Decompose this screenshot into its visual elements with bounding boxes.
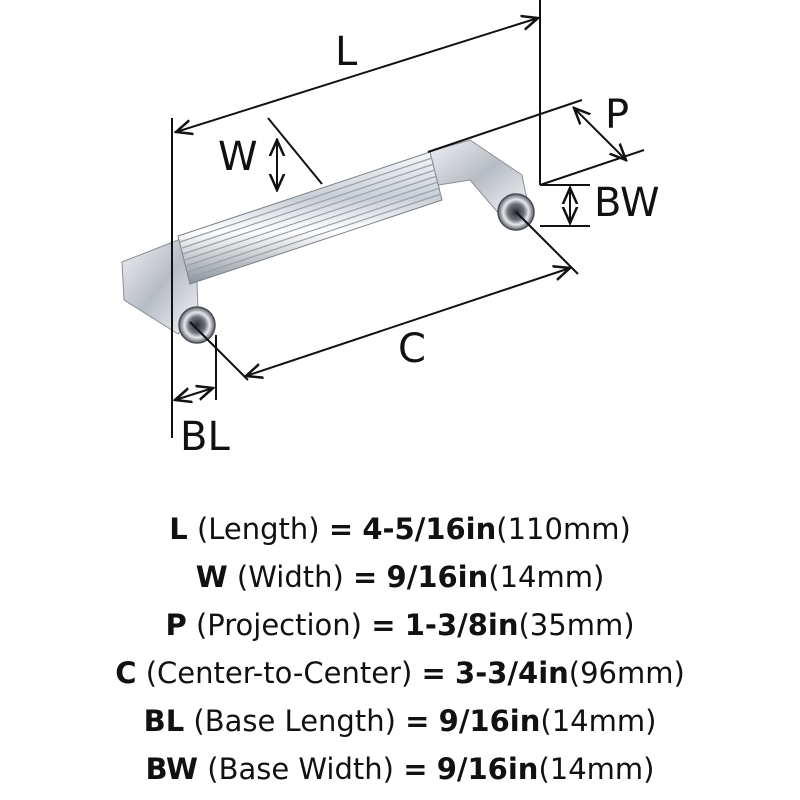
label-projection: P: [605, 92, 629, 138]
spec-projection: P (Projection) = 1-3/8in(35mm): [0, 601, 800, 649]
spec-abbr: P: [165, 608, 187, 642]
spec-name: (Center-to-Center): [145, 656, 413, 690]
spec-equals: =: [371, 608, 396, 642]
spec-name: (Base Length): [193, 704, 396, 738]
pull-handle-product: [121, 139, 535, 344]
label-length: L: [335, 29, 358, 75]
dimension-spec-list: L (Length) = 4-5/16in(110mm) W (Width) =…: [0, 505, 800, 793]
spec-metric: (35mm): [518, 608, 635, 642]
dimension-lines: [171, 0, 645, 438]
spec-imperial: 4-5/16in: [362, 512, 497, 546]
grip-flutes: [179, 157, 442, 279]
spec-name: (Projection): [195, 608, 362, 642]
spec-width: W (Width) = 9/16in(14mm): [0, 553, 800, 601]
spec-metric: (14mm): [488, 560, 605, 594]
spec-imperial: 9/16in: [386, 560, 489, 594]
spec-abbr: L: [169, 512, 188, 546]
spec-length: L (Length) = 4-5/16in(110mm): [0, 505, 800, 553]
spec-abbr: C: [115, 656, 137, 690]
label-base-width: BW: [594, 180, 660, 226]
spec-equals: =: [421, 656, 446, 690]
spec-equals: =: [403, 752, 428, 786]
spec-name: (Base Width): [207, 752, 394, 786]
pull-handle-dimension-diagram: L W P BW C BL: [121, 0, 660, 460]
spec-imperial: 1-3/8in: [404, 608, 519, 642]
spec-equals: =: [405, 704, 430, 738]
label-width: W: [218, 134, 258, 180]
spec-abbr: W: [195, 560, 228, 594]
spec-imperial: 9/16in: [438, 704, 541, 738]
spec-metric: (14mm): [540, 704, 657, 738]
spec-equals: =: [328, 512, 354, 546]
spec-imperial: 3-3/4in: [455, 656, 569, 690]
spec-center-to-center: C (Center-to-Center) = 3-3/4in(96mm): [0, 649, 800, 697]
spec-equals: =: [353, 560, 378, 594]
spec-metric: (96mm): [568, 656, 685, 690]
label-base-length: BL: [180, 414, 230, 460]
spec-abbr: BL: [143, 704, 185, 738]
spec-imperial: 9/16in: [436, 752, 539, 786]
label-center-to-center: C: [398, 326, 426, 372]
spec-base-width: BW (Base Width) = 9/16in(14mm): [0, 745, 800, 793]
left-post-end: [178, 306, 216, 344]
spec-abbr: BW: [145, 752, 199, 786]
spec-name: (Width): [236, 560, 344, 594]
spec-metric: (110mm): [496, 512, 631, 546]
spec-metric: (14mm): [538, 752, 655, 786]
spec-name: (Length): [196, 512, 320, 546]
spec-base-length: BL (Base Length) = 9/16in(14mm): [0, 697, 800, 745]
